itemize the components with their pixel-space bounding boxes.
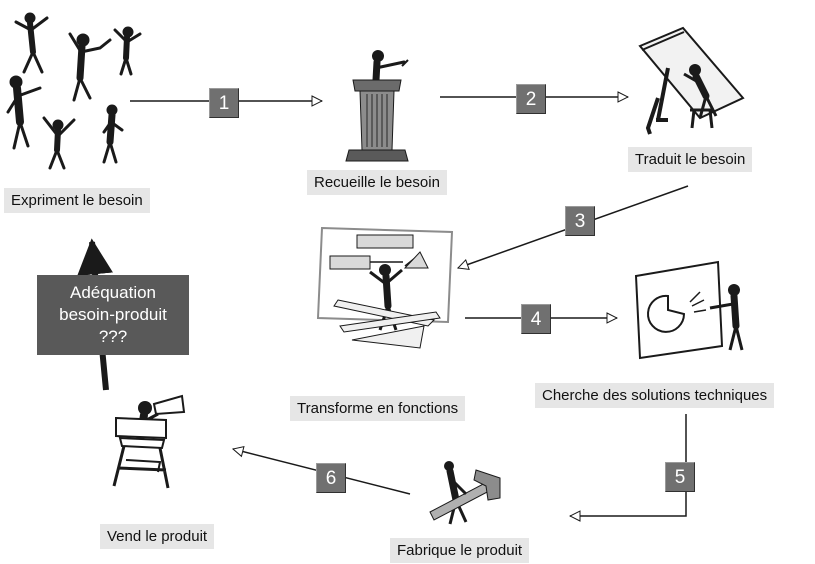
label-express-need: Expriment le besoin bbox=[4, 188, 150, 213]
label-sell-product: Vend le produit bbox=[100, 524, 215, 549]
pie-chart-board-icon bbox=[634, 260, 744, 360]
step-badge-3: 3 bbox=[565, 206, 595, 236]
step-badge-4: 4 bbox=[521, 304, 551, 334]
director-megaphone-icon bbox=[112, 394, 186, 489]
arrow-step-5 bbox=[570, 414, 687, 516]
need-product-fit-line-2: besoin-produit bbox=[59, 305, 167, 324]
hammer-worker-icon bbox=[429, 461, 501, 525]
crowd-figures-icon bbox=[6, 12, 142, 170]
label-make-product: Fabrique le produit bbox=[390, 538, 530, 563]
step-badge-6: 6 bbox=[316, 463, 346, 493]
need-product-fit-box: Adéquation besoin-produit ??? bbox=[37, 275, 189, 355]
drafting-table-icon bbox=[638, 26, 745, 135]
whiteboard-presenter-icon bbox=[316, 226, 454, 349]
label-technical-solutions: Cherche des solutions techniques bbox=[535, 383, 775, 408]
label-translate-need: Traduit le besoin bbox=[628, 147, 753, 172]
need-product-fit-line-1: Adéquation bbox=[69, 283, 157, 302]
need-product-fit-line-3: ??? bbox=[98, 327, 128, 346]
label-transform-functions: Transforme en fonctions bbox=[290, 396, 466, 421]
podium-speaker-icon bbox=[345, 50, 409, 162]
step-badge-1: 1 bbox=[209, 88, 239, 118]
step-badge-5: 5 bbox=[665, 462, 695, 492]
step-badge-2: 2 bbox=[516, 84, 546, 114]
label-collect-need: Recueille le besoin bbox=[307, 170, 447, 195]
